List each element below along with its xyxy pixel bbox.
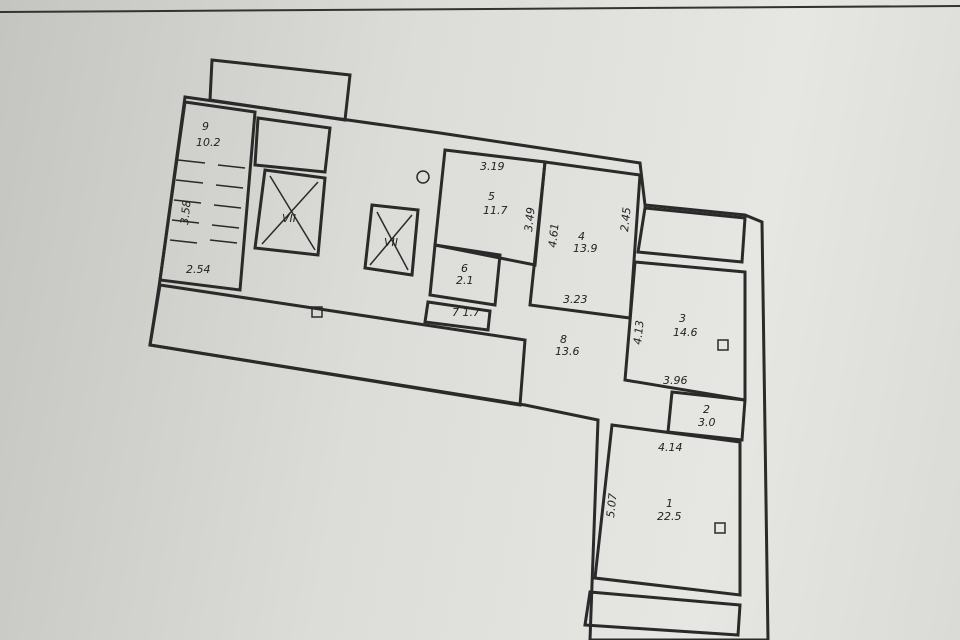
- room-2: [666, 390, 747, 442]
- room-4-number: 4: [578, 230, 585, 243]
- stairwell: [158, 100, 257, 292]
- room-2-number: 2: [703, 403, 710, 416]
- dim-4-13: 4.13: [631, 320, 646, 346]
- stairwell-depth: 3.58: [178, 200, 193, 226]
- room-3-number: 3: [679, 312, 686, 325]
- stairwell-width: 2.54: [186, 263, 211, 276]
- paper-edge-line: [0, 5, 960, 13]
- elevator-1-label: VII: [282, 212, 296, 225]
- room-7-label: 7 1.7: [452, 306, 480, 319]
- dim-3-49: 3.49: [522, 207, 537, 233]
- elevator-shaft-1: [253, 168, 327, 257]
- room-8-area: 13.6: [555, 345, 580, 358]
- room-5-area: 11.7: [483, 204, 508, 217]
- room-6-number: 6: [461, 262, 468, 275]
- dim-2-45: 2.45: [618, 207, 633, 233]
- balcony-bottom: [583, 590, 742, 637]
- room-6: [428, 243, 502, 307]
- balcony-right: [636, 206, 747, 264]
- room-7: [423, 300, 492, 332]
- room-5-number: 5: [488, 190, 495, 203]
- labels: 9 10.2 2.54 3.58 VII VII 5 11.7 4 13.9 6…: [178, 120, 715, 523]
- room-6-area: 2.1: [456, 274, 474, 287]
- hall-left: [148, 283, 527, 407]
- room-2-area: 3.0: [698, 416, 716, 429]
- room-8-number: 8: [560, 333, 567, 346]
- room-1: [593, 423, 742, 597]
- stairwell-area: 10.2: [196, 136, 221, 149]
- dim-4-14: 4.14: [658, 441, 683, 454]
- room-1-area: 22.5: [657, 510, 682, 523]
- dim-3-23: 3.23: [563, 293, 588, 306]
- dim-4-61: 4.61: [546, 223, 561, 249]
- dim-3-96: 3.96: [663, 374, 688, 387]
- elevator-shaft-2: [363, 203, 420, 277]
- dim-5-07: 5.07: [604, 493, 619, 519]
- room-1-number: 1: [666, 497, 673, 510]
- stairwell-number: 9: [202, 120, 209, 133]
- walls: [148, 58, 770, 640]
- vestibule: [253, 116, 332, 174]
- room-3-area: 14.6: [673, 326, 698, 339]
- elevator-2-label: VII: [384, 236, 398, 249]
- room-4-area: 13.9: [573, 242, 598, 255]
- building-outline: [148, 95, 770, 640]
- dim-3-19: 3.19: [480, 160, 505, 173]
